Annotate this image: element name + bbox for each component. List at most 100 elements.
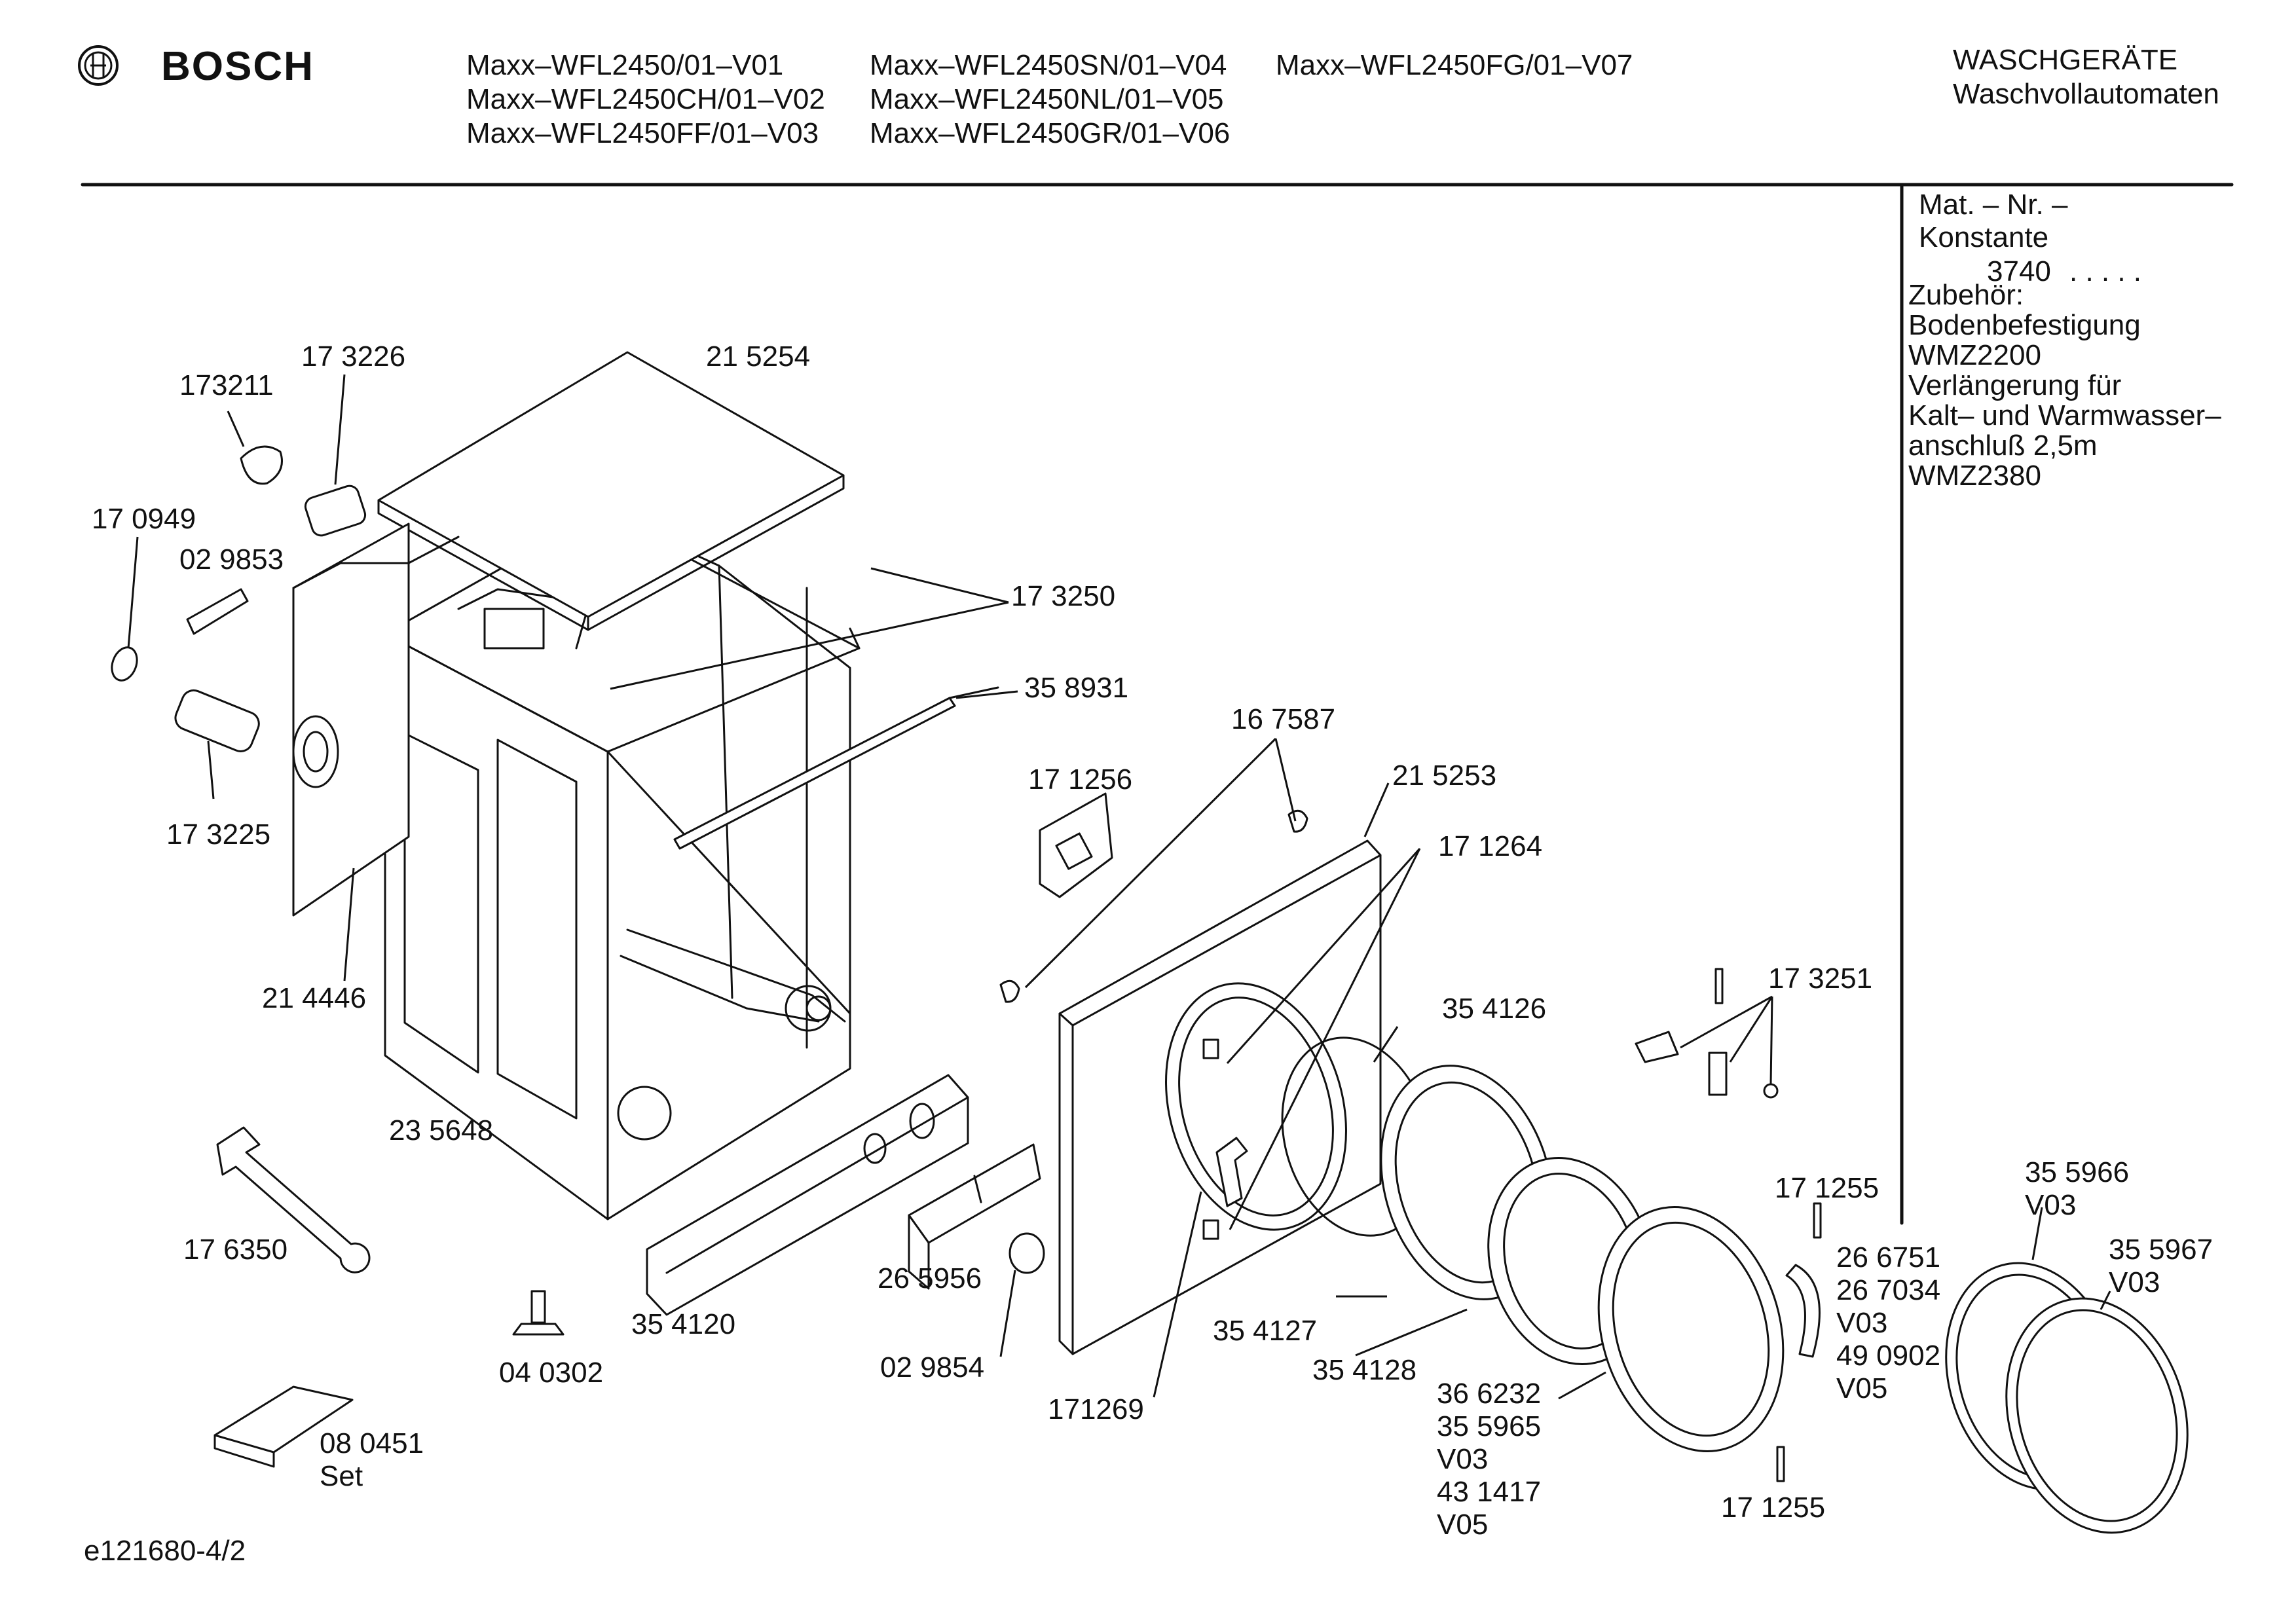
- top-cover: [377, 351, 845, 631]
- part-variant: V03: [2109, 1266, 2160, 1298]
- part-label: 26 5956: [878, 1262, 982, 1294]
- part-label: 23 5648: [389, 1114, 494, 1146]
- accessory-line: WMZ2200: [1908, 339, 2041, 371]
- model-label: Maxx–WFL2450/01–V01: [466, 49, 784, 81]
- model-label: Maxx–WFL2450CH/01–V02: [466, 83, 825, 115]
- part-variant: V05: [1437, 1509, 1489, 1541]
- part-label: 17 3226: [301, 340, 406, 373]
- part-variant: V03: [2025, 1189, 2077, 1221]
- front-panel: [1058, 839, 1382, 1355]
- part-label: 36 6232 35 5965 V03 43 1417 V05: [1437, 1378, 1541, 1541]
- part-label: 02 9854: [880, 1351, 985, 1383]
- part-number: 43 1417: [1437, 1476, 1542, 1508]
- floor-bracket: [213, 1385, 354, 1454]
- sidebar-accessories: Zubehör: Bodenbefestigung WMZ2200 Verlän…: [1908, 280, 2221, 491]
- part-label: 02 9853: [179, 543, 284, 576]
- spanner-tool: [216, 1126, 371, 1273]
- accessory-line: Bodenbefestigung: [1908, 309, 2141, 341]
- part-label: 26 6751 26 7034 V03 49 0902 V05: [1836, 1241, 1940, 1405]
- pin-top: [1813, 1202, 1822, 1239]
- part-029853: [186, 588, 249, 635]
- cap-029854: [1009, 1232, 1045, 1274]
- model-label: Maxx–WFL2450FF/01–V03: [466, 117, 819, 149]
- part-170949: [111, 646, 138, 682]
- door-frame-366232: [1597, 1206, 1785, 1452]
- part-variant: Set: [320, 1460, 363, 1492]
- sidebar-konstante: Konstante: [1919, 221, 2049, 253]
- part-variant: V03: [1836, 1307, 1888, 1339]
- model-list-col-2: Maxx–WFL2450SN/01–V04 Maxx–WFL2450NL/01–…: [870, 48, 1230, 151]
- part-173226: [304, 485, 367, 537]
- door-lever: [1215, 1137, 1248, 1207]
- sidebar-mat-nr: Mat. – Nr. –: [1919, 189, 2068, 221]
- cabinet-housing: [384, 511, 861, 1220]
- rear-panel: [292, 522, 460, 917]
- part-label: 35 5967 V03: [2109, 1234, 2213, 1299]
- brand-name: BOSCH: [161, 44, 314, 89]
- part-label: 35 8931: [1024, 672, 1129, 704]
- model-label: Maxx–WFL2450SN/01–V04: [870, 49, 1227, 81]
- model-list-col-3: Maxx–WFL2450FG/01–V07: [1276, 48, 1633, 82]
- part-label: 21 4446: [262, 982, 367, 1014]
- part-label: 21 5253: [1392, 760, 1497, 792]
- part-number: 35 5966: [2025, 1156, 2130, 1188]
- part-label: 35 5966 V03: [2025, 1156, 2129, 1222]
- part-number: 26 7034: [1836, 1274, 1941, 1306]
- part-label: 21 5254: [706, 340, 811, 373]
- model-label: Maxx–WFL2450FG/01–V07: [1276, 49, 1633, 81]
- clip-right: [1287, 809, 1308, 833]
- sidebar-konstante-value: 3740: [1987, 255, 2051, 287]
- model-list-col-1: Maxx–WFL2450/01–V01 Maxx–WFL2450CH/01–V0…: [466, 48, 825, 151]
- door-hinge: [1785, 1264, 1821, 1358]
- leader-lines: [127, 374, 2111, 1400]
- bosch-logo-icon: [77, 45, 119, 86]
- part-label: 171269: [1048, 1393, 1144, 1425]
- cross-strut: [673, 686, 999, 850]
- category-title: WASCHGERÄTE: [1953, 44, 2178, 76]
- part-label: 16 7587: [1231, 703, 1336, 735]
- part-variant: V05: [1836, 1372, 1888, 1404]
- part-label: 17 1264: [1438, 830, 1543, 862]
- part-label: 08 0451 Set: [320, 1427, 424, 1493]
- category-subtitle: Waschvollautomaten: [1953, 78, 2219, 110]
- drawing-id: e121680-4/2: [84, 1535, 246, 1567]
- part-173251-bar: [1714, 968, 1724, 1004]
- part-label: 17 1256: [1028, 763, 1133, 796]
- accessory-line: anschluß 2,5m: [1908, 430, 2098, 462]
- part-173211: [240, 445, 283, 485]
- door-ring-355967: [2005, 1297, 2189, 1534]
- model-label: Maxx–WFL2450GR/01–V06: [870, 117, 1231, 149]
- part-label: 35 4128: [1312, 1354, 1417, 1386]
- door-lock: [1039, 792, 1113, 898]
- part-number: 35 5967: [2109, 1234, 2213, 1266]
- part-173225: [174, 689, 260, 752]
- model-label: Maxx–WFL2450NL/01–V05: [870, 83, 1224, 115]
- part-number: 35 5965: [1437, 1410, 1542, 1442]
- part-label: 17 6350: [183, 1234, 288, 1266]
- category-block: WASCHGERÄTE Waschvollautomaten: [1953, 43, 2219, 111]
- part-number: 49 0902: [1836, 1340, 1941, 1372]
- part-label: 17 1255: [1775, 1172, 1879, 1204]
- accessory-line: Zubehör:: [1908, 279, 2024, 311]
- accessory-line: Kalt– und Warmwasser–: [1908, 399, 2221, 431]
- part-number: 08 0451: [320, 1427, 424, 1459]
- pin-bottom: [1776, 1446, 1785, 1482]
- accessory-line: WMZ2380: [1908, 460, 2041, 492]
- part-label: 35 4126: [1442, 993, 1547, 1025]
- part-label: 04 0302: [499, 1357, 604, 1389]
- part-label: 17 1255: [1721, 1492, 1826, 1524]
- accessory-line: Verlängerung für: [1908, 369, 2122, 401]
- foot-screw: [512, 1290, 565, 1336]
- sidebar-dots: . . . . .: [2069, 255, 2142, 287]
- part-label: 35 4120: [631, 1308, 736, 1340]
- part-number: 36 6232: [1437, 1378, 1542, 1410]
- part-label: 35 4127: [1213, 1315, 1318, 1347]
- part-number: 26 6751: [1836, 1241, 1941, 1273]
- part-label: 17 3251: [1768, 962, 1873, 995]
- part-label: 173211: [179, 369, 274, 401]
- control-panel: [646, 1074, 969, 1316]
- part-variant: V03: [1437, 1443, 1489, 1475]
- clip-left: [999, 980, 1020, 1003]
- drawer-front: [908, 1143, 1041, 1290]
